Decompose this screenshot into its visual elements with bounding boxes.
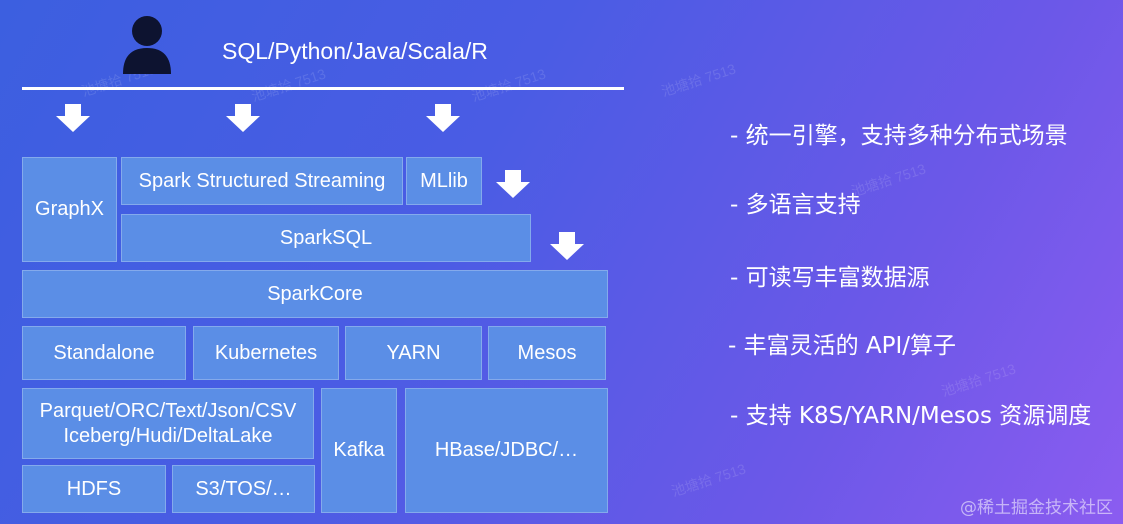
mesos-box: Mesos (488, 326, 606, 380)
watermark: 池塘拾 7513 (939, 360, 1018, 400)
sparkcore-box: SparkCore (22, 270, 608, 318)
down-arrow-icon (426, 104, 460, 132)
header-divider (22, 87, 624, 90)
hdfs-box: HDFS (22, 465, 166, 513)
streaming-box: Spark Structured Streaming (121, 157, 403, 205)
kubernetes-box: Kubernetes (193, 326, 339, 380)
watermark: 池塘拾 7513 (669, 460, 748, 500)
watermark: 池塘拾 7513 (849, 160, 928, 200)
standalone-box: Standalone (22, 326, 186, 380)
formats-line2: Iceberg/Hudi/DeltaLake (63, 424, 273, 447)
graphx-box: GraphX (22, 157, 117, 262)
user-icon (123, 16, 171, 74)
kafka-box: Kafka (321, 388, 397, 513)
feature-item: - 统一引擎，支持多种分布式场景 (730, 123, 1068, 149)
feature-item: - 多语言支持 (730, 192, 861, 218)
watermark: 池塘拾 7513 (659, 60, 738, 100)
yarn-box: YARN (345, 326, 482, 380)
watermark: 池塘拾 7513 (469, 65, 548, 105)
down-arrow-icon (56, 104, 90, 132)
feature-item: - 可读写丰富数据源 (730, 265, 930, 291)
down-arrow-icon (550, 232, 584, 260)
feature-item: - 支持 K8S/YARN/Mesos 资源调度 (730, 403, 1092, 429)
formats-box: Parquet/ORC/Text/Json/CSV Iceberg/Hudi/D… (22, 388, 314, 459)
header-title: SQL/Python/Java/Scala/R (222, 38, 488, 64)
credit-text: @稀土掘金技术社区 (960, 498, 1113, 518)
feature-item: - 丰富灵活的 API/算子 (728, 333, 957, 359)
s3-box: S3/TOS/… (172, 465, 315, 513)
down-arrow-icon (226, 104, 260, 132)
watermark: 池塘拾 7513 (249, 65, 328, 105)
down-arrow-icon (496, 170, 530, 198)
formats-line1: Parquet/ORC/Text/Json/CSV (39, 399, 297, 422)
sparksql-box: SparkSQL (121, 214, 531, 262)
hbase-box: HBase/JDBC/… (405, 388, 608, 513)
mllib-box: MLlib (406, 157, 482, 205)
